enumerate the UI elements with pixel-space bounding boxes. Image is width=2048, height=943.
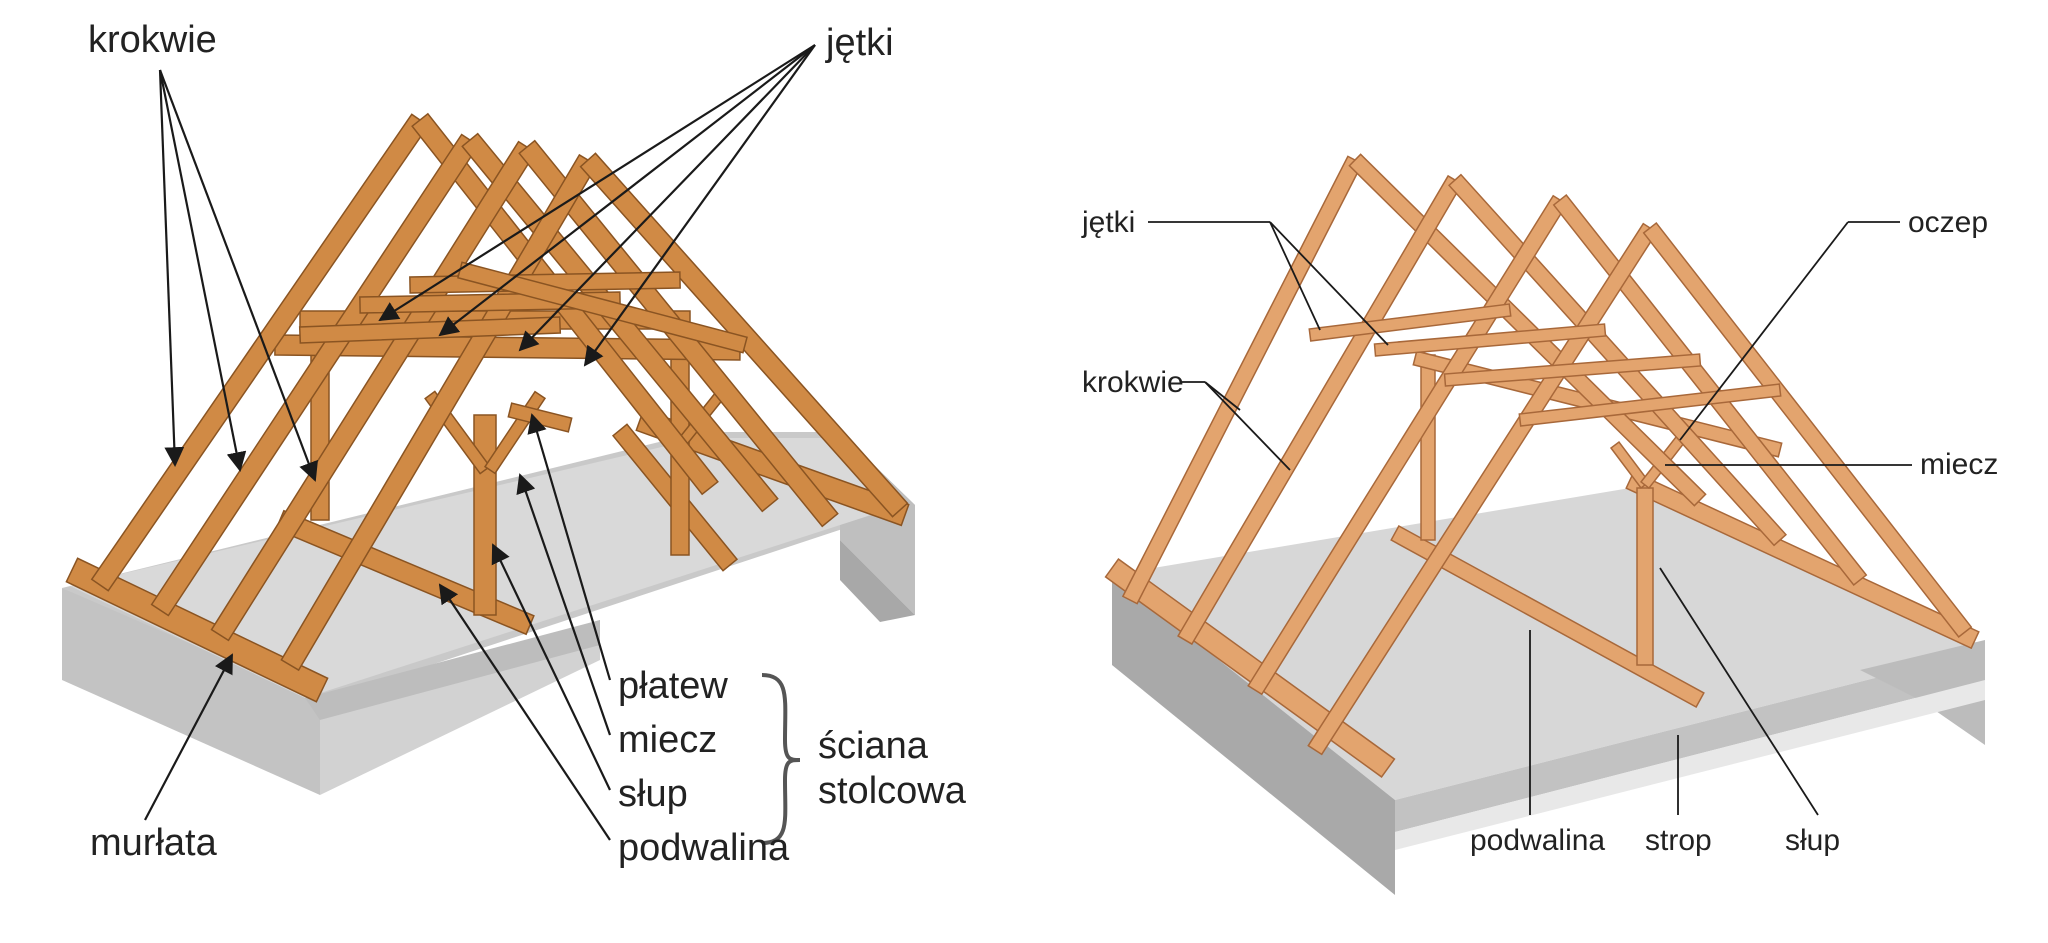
- left-label-slup: słup: [618, 773, 688, 815]
- left-label-jetki: jętki: [825, 22, 894, 64]
- left-label-platew: płatew: [618, 665, 728, 707]
- left-label-sciana-line2: stolcowa: [818, 770, 967, 812]
- arrow-krokwie-3: [160, 70, 315, 480]
- right-label-krokwie: krokwie: [1082, 366, 1184, 399]
- right-label-jetki: jętki: [1081, 206, 1135, 239]
- left-wall-brace: [762, 675, 800, 843]
- right-label-oczep: oczep: [1908, 206, 1988, 239]
- left-label-miecz: miecz: [618, 719, 717, 761]
- left-label-podwalina: podwalina: [618, 827, 790, 869]
- left-label-krokwie: krokwie: [88, 19, 217, 61]
- right-label-miecz: miecz: [1920, 448, 1998, 481]
- line-oczep: [1680, 222, 1848, 440]
- right-label-strop: strop: [1645, 824, 1712, 857]
- left-post-front: [474, 415, 496, 615]
- diagram-right: jętki krokwie oczep miecz podwalina stro…: [1081, 154, 1998, 895]
- right-post-front: [1637, 488, 1653, 665]
- right-label-slup: słup: [1785, 824, 1840, 857]
- left-label-murlata: murłata: [90, 822, 218, 864]
- left-timber-frame: [66, 114, 908, 702]
- right-post-back: [1421, 355, 1435, 540]
- diagram-left: krokwie jętki murłata płatew miecz słup …: [62, 19, 967, 869]
- right-label-podwalina: podwalina: [1470, 824, 1605, 857]
- left-label-sciana-line1: ściana: [818, 725, 929, 767]
